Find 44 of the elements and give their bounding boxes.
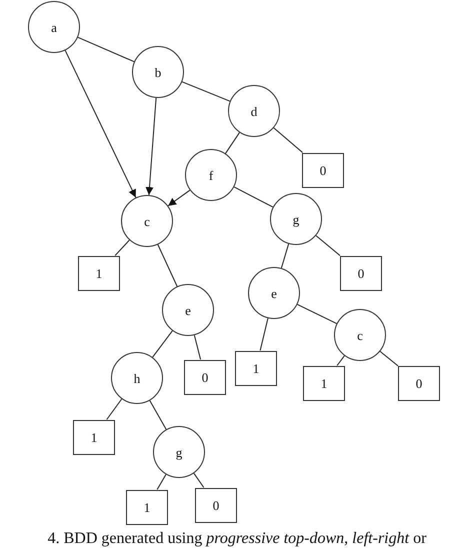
connector-line [194, 334, 202, 360]
variable-node-circle: g [270, 193, 322, 245]
connector-line [193, 472, 204, 488]
variable-node-circle: e [162, 284, 214, 336]
connector-line [149, 400, 167, 430]
terminal-node-box: 0 [184, 360, 226, 394]
figure-caption: 4. BDD generated using progressive top-down, left-right or [46, 530, 428, 548]
variable-node-circle: d [228, 85, 280, 137]
terminal-node-box: 1 [235, 350, 277, 386]
terminal-node-box: 1 [73, 420, 115, 454]
connector-line [157, 244, 178, 287]
connector-line [296, 304, 338, 324]
connector-line [114, 240, 130, 256]
variable-node-circle: c [121, 195, 173, 247]
connector-line [316, 235, 340, 256]
terminal-node-box: 0 [302, 152, 344, 188]
arrow [64, 50, 136, 198]
terminal-node-box: 1 [78, 256, 120, 290]
connector-line [234, 186, 274, 208]
variable-node-circle: b [132, 46, 184, 98]
variable-node-circle: e [248, 267, 300, 319]
connector-line [336, 355, 345, 366]
variable-node-circle: g [153, 426, 205, 478]
variable-node-circle: a [28, 1, 80, 53]
terminal-node-box: 1 [126, 490, 168, 524]
arrow [168, 190, 190, 206]
arrow [146, 97, 157, 196]
connector-line [280, 243, 290, 269]
connector-line [225, 132, 240, 154]
connector-line [77, 36, 135, 62]
terminal-node-box: 0 [340, 256, 382, 290]
variable-node-circle: f [185, 149, 237, 201]
connector-line [182, 81, 230, 102]
connector-line [380, 350, 398, 366]
terminal-node-box: 1 [303, 366, 345, 400]
connector-line [106, 398, 122, 420]
connector-line [152, 330, 173, 358]
variable-node-circle: h [111, 352, 163, 404]
connector-line [260, 318, 268, 351]
connector-line [156, 474, 166, 490]
variable-node-circle: c [334, 309, 386, 361]
terminal-node-box: 0 [398, 366, 440, 400]
terminal-node-box: 0 [195, 488, 237, 522]
connector-line [273, 127, 304, 153]
